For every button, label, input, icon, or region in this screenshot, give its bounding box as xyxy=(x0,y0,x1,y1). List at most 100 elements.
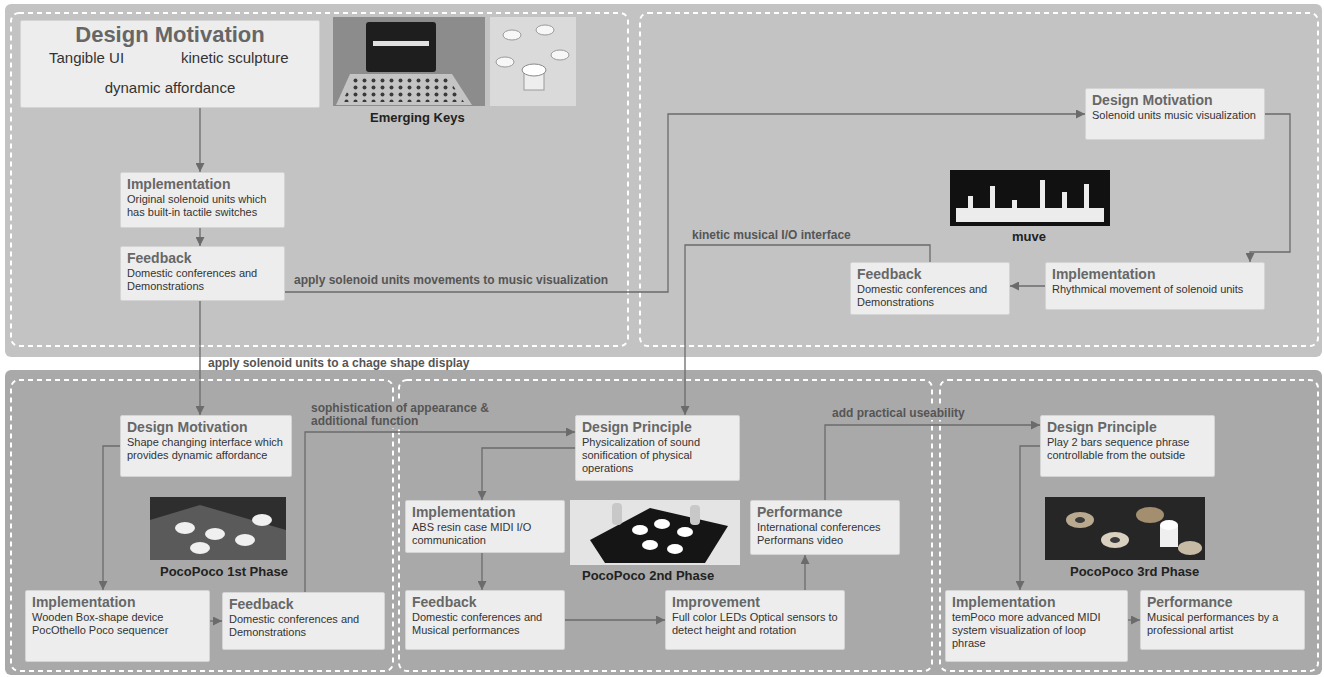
bottom-panel xyxy=(5,370,1322,675)
solenoid-top xyxy=(654,519,670,529)
disc xyxy=(1066,512,1094,528)
process-box: PerformanceMusical performances by a pro… xyxy=(1140,590,1305,650)
box-heading: Feedback xyxy=(229,596,378,613)
solenoid-bar xyxy=(1062,192,1067,208)
poco-3-photo xyxy=(1045,497,1205,560)
device-box xyxy=(590,508,728,563)
photo-ground xyxy=(490,17,576,106)
solenoid-top xyxy=(667,544,683,554)
process-box: Design MotivationShape changing interfac… xyxy=(120,415,292,477)
box-body: Solenoid units music visualization xyxy=(1092,109,1258,122)
connector-arrow xyxy=(1128,619,1140,620)
disc-hole xyxy=(1110,537,1120,543)
box-item: kinetic sculpture xyxy=(181,49,289,67)
disc xyxy=(1136,507,1164,523)
box-body: Musical performances by a professional a… xyxy=(1147,611,1298,637)
process-box: ImplementationRhythmical movement of sol… xyxy=(1045,262,1265,310)
process-box: ImplementationABS resin case MIDI I/O co… xyxy=(405,500,565,553)
process-box: FeedbackDomestic conferences and Demonst… xyxy=(222,592,385,650)
box-heading: Design Principle xyxy=(582,419,733,436)
box-heading: Design Motivation xyxy=(1092,92,1258,109)
disc xyxy=(1178,541,1202,555)
edge-label: sophistication of appearance & additiona… xyxy=(309,402,497,428)
photo-ground xyxy=(570,500,740,565)
box-body: Shape changing interface which provides … xyxy=(127,436,285,462)
box-body: Physicalization of sound sonification of… xyxy=(582,436,733,475)
phase-region xyxy=(11,13,628,346)
box-body: Rhythmical movement of solenoid units xyxy=(1052,283,1258,296)
hand xyxy=(690,505,700,525)
box-heading: Improvement xyxy=(672,594,838,611)
photo-ground xyxy=(1045,497,1205,560)
box-body: Domestic conferences and Demonstrations xyxy=(127,267,278,293)
device-box xyxy=(150,505,286,560)
box-body: ABS resin case MIDI I/O communication xyxy=(412,521,558,547)
edge-label: apply solenoid units movements to music … xyxy=(292,274,610,287)
connector-arrow xyxy=(305,432,575,592)
connector-arrow xyxy=(825,425,1040,500)
solenoid-top xyxy=(677,527,693,537)
box-body: Play 2 bars sequence phrase controllable… xyxy=(1047,436,1208,462)
box-body: Domestic conferences and Musical perform… xyxy=(412,611,558,637)
connector-arrow xyxy=(804,555,805,590)
disc-hole xyxy=(1075,517,1085,523)
key-top xyxy=(522,64,546,76)
key-top xyxy=(536,25,554,35)
box-heading: Design Motivation xyxy=(21,23,319,47)
box-heading: Feedback xyxy=(412,594,558,611)
solenoid-top xyxy=(642,540,658,550)
image-caption: muve xyxy=(1012,229,1046,244)
box-body: Full color LEDs Optical sensors to detec… xyxy=(672,611,838,637)
box-body: Original solenoid units which has built-… xyxy=(127,193,278,219)
image-caption: PocoPoco 1st Phase xyxy=(160,564,288,579)
photo-ground xyxy=(150,497,286,560)
disc xyxy=(1101,532,1129,548)
device-screen xyxy=(366,22,436,72)
solenoid-top xyxy=(190,542,210,554)
solenoid-bar xyxy=(990,186,995,208)
solenoid-bar xyxy=(1040,180,1045,208)
connector-arrow xyxy=(1010,285,1045,286)
hand xyxy=(612,503,622,525)
box-item: Tangible UI xyxy=(49,49,124,67)
box-heading: Implementation xyxy=(32,594,203,611)
connector-arrow xyxy=(199,228,200,246)
process-box: FeedbackDomestic conferences and Musical… xyxy=(405,590,565,650)
key-top xyxy=(503,30,521,40)
box-heading: Feedback xyxy=(857,266,1003,283)
process-box: Design PrinciplePlay 2 bars sequence phr… xyxy=(1040,415,1215,477)
phase-region xyxy=(640,13,1318,346)
process-box: ImplementationWooden Box-shape device Po… xyxy=(25,590,210,662)
key-top xyxy=(496,57,514,67)
solenoid-top xyxy=(205,528,225,540)
process-box: ImplementationtemPoco more advanced MIDI… xyxy=(945,590,1128,662)
screen-bar xyxy=(373,41,429,46)
process-box: ImplementationOriginal solenoid units wh… xyxy=(120,172,285,228)
box-item: dynamic affordance xyxy=(21,79,319,97)
box-body: Wooden Box-shape device PocOthello Poco … xyxy=(32,611,203,637)
box-heading: Performance xyxy=(1147,594,1298,611)
box-body: International conferences Performans vid… xyxy=(757,521,893,547)
box-heading: Design Motivation xyxy=(127,419,285,436)
key-top xyxy=(551,50,569,60)
connector-arrow xyxy=(482,448,575,500)
connector-arrow xyxy=(1020,446,1040,590)
process-box: ImprovementFull color LEDs Optical senso… xyxy=(665,590,845,650)
device-base xyxy=(336,74,472,105)
edge-label: kinetic musical I/O interface xyxy=(690,229,853,242)
unit-top xyxy=(1160,520,1178,530)
box-heading: Feedback xyxy=(127,250,278,267)
connector-arrow xyxy=(481,553,482,590)
motivation-box: Design MotivationTangible UI kinetic scul… xyxy=(20,20,320,108)
poco-1-photo xyxy=(150,497,286,560)
box-body: Domestic conferences and Demonstrations xyxy=(229,613,378,639)
connectors xyxy=(103,108,1290,621)
process-box: FeedbackDomestic conferences and Demonst… xyxy=(120,246,285,301)
process-box: Design MotivationSolenoid units music vi… xyxy=(1085,88,1265,140)
connector-arrow xyxy=(199,301,200,415)
phase-region xyxy=(940,380,1318,671)
box-heading: Implementation xyxy=(1052,266,1258,283)
solenoid-top xyxy=(632,525,648,535)
solenoid-top xyxy=(252,514,272,526)
